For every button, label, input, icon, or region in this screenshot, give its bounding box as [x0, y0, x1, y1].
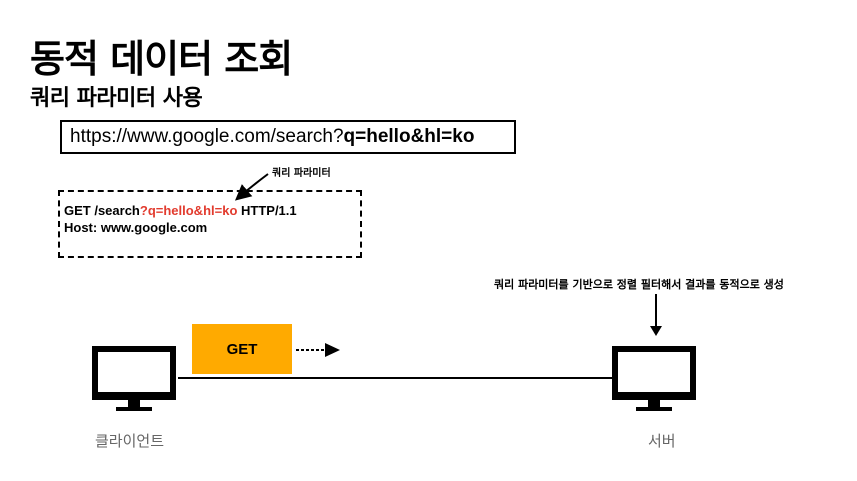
client-label: 클라이언트: [95, 432, 165, 450]
request-arrowhead: [325, 343, 340, 357]
page-subtitle: 쿼리 파라미터 사용: [30, 86, 203, 111]
client-monitor-icon: [92, 346, 176, 411]
query-pointer-arrow: [234, 173, 269, 201]
request-line: GET /search?q=hello&hl=ko HTTP/1.1: [64, 202, 360, 219]
url-query: q=hello&hl=ko: [343, 126, 475, 147]
server-note-arrowhead: [650, 326, 662, 336]
query-parameter-label: 쿼리 파라미터: [272, 168, 331, 179]
http-message-box: GET /search?q=hello&hl=ko HTTP/1.1 Host:…: [58, 190, 362, 258]
server-monitor-icon: [612, 346, 696, 411]
page-title: 동적 데이터 조회: [30, 37, 293, 81]
request-protocol: HTTP/1.1: [237, 203, 297, 218]
request-query: ?q=hello&hl=ko: [139, 203, 238, 218]
get-method-badge: GET: [192, 324, 292, 374]
url-base: https://www.google.com/search?: [70, 126, 344, 147]
request-method-path: GET /search: [64, 203, 140, 218]
host-header: Host: www.google.com: [64, 220, 208, 235]
url-box: https://www.google.com/search?q=hello&hl…: [60, 120, 516, 154]
server-label: 서버: [648, 432, 676, 450]
server-note: 쿼리 파라미터를 기반으로 정렬 필터해서 결과를 동적으로 생성: [494, 278, 784, 291]
